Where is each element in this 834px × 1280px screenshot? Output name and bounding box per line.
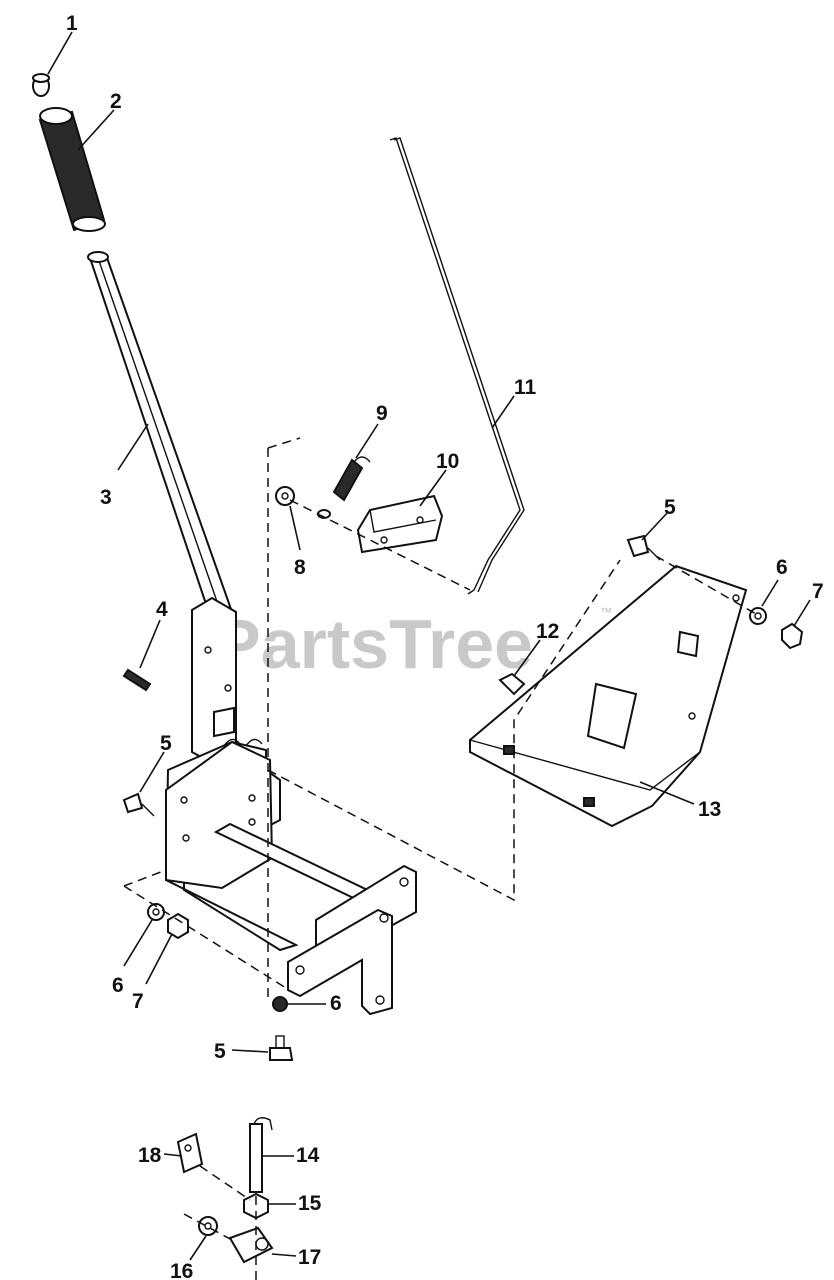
- callout-8[interactable]: 8: [294, 556, 306, 579]
- callout-6-left[interactable]: 6: [112, 974, 124, 997]
- leader-5-right: [641, 511, 669, 541]
- leader-8: [289, 505, 301, 551]
- assembly-line-spring: [289, 499, 471, 591]
- part-7-nut-left[interactable]: [167, 912, 189, 940]
- callout-10[interactable]: 10: [436, 450, 459, 473]
- leader-16: [189, 1235, 207, 1261]
- part-5-bolt-bottom[interactable]: [269, 1035, 294, 1061]
- part-9-spring[interactable]: [317, 456, 371, 519]
- leader-18: [163, 1153, 183, 1157]
- leader-7-right: [793, 599, 811, 627]
- watermark-trademark: ™: [600, 605, 612, 619]
- callout-6-bottom[interactable]: 6: [330, 992, 342, 1015]
- callout-12[interactable]: 12: [536, 620, 559, 643]
- callout-17[interactable]: 17: [298, 1246, 321, 1269]
- callout-3[interactable]: 3: [100, 486, 112, 509]
- part-6-washer-bottom[interactable]: [272, 996, 288, 1012]
- leader-12: [513, 639, 541, 677]
- callout-5-left[interactable]: 5: [160, 732, 172, 755]
- part-17-swivel[interactable]: [228, 1226, 274, 1264]
- part-2-grip[interactable]: [38, 107, 106, 232]
- callout-14[interactable]: 14: [296, 1144, 320, 1167]
- callout-6-right[interactable]: 6: [776, 556, 788, 579]
- part-16-washer[interactable]: [198, 1216, 218, 1236]
- leader-11: [491, 395, 515, 429]
- part-18-clevis[interactable]: [176, 1132, 204, 1174]
- callout-13[interactable]: 13: [698, 798, 721, 821]
- leader-5-bottom: [231, 1049, 269, 1053]
- leader-10: [419, 469, 447, 507]
- assembly-line-left-loop: [123, 869, 287, 989]
- callout-1[interactable]: 1: [66, 12, 78, 35]
- assembly-line-main-loop: [267, 437, 621, 1000]
- leader-17: [271, 1253, 297, 1257]
- leader-6-left: [123, 919, 153, 967]
- callout-18[interactable]: 18: [138, 1144, 162, 1167]
- callout-4[interactable]: 4: [156, 598, 168, 621]
- part-10-link-bracket[interactable]: [356, 494, 444, 554]
- leader-1: [47, 31, 73, 75]
- callout-5-right[interactable]: 5: [664, 496, 676, 519]
- part-6-washer-upper-right[interactable]: [749, 607, 767, 625]
- assembly-line-plate: [655, 555, 757, 615]
- callout-11[interactable]: 11: [514, 376, 537, 399]
- assembly-line-lower: [183, 1165, 257, 1280]
- part-8-washer[interactable]: [275, 486, 295, 506]
- part-11-control-rod[interactable]: [389, 137, 525, 595]
- part-5-bolt-left[interactable]: [122, 792, 155, 817]
- callout-15[interactable]: 15: [298, 1192, 322, 1215]
- leader-4: [139, 619, 161, 669]
- callout-2[interactable]: 2: [110, 90, 122, 113]
- callout-7-right[interactable]: 7: [812, 580, 824, 603]
- leader-7-left: [145, 933, 173, 985]
- part-3-handle-tube[interactable]: [87, 251, 234, 624]
- leader-9: [355, 423, 379, 459]
- part-1-cap[interactable]: [32, 73, 50, 97]
- part-4-pin[interactable]: [122, 668, 152, 692]
- part-12-clip[interactable]: [498, 672, 526, 696]
- callout-16[interactable]: 16: [170, 1260, 193, 1280]
- leader-13: [639, 781, 695, 805]
- watermark-text: PartsTree: [214, 605, 533, 683]
- leader-5-left: [139, 751, 165, 793]
- part-14-threaded-rod[interactable]: [249, 1117, 273, 1193]
- leader-2: [77, 109, 115, 151]
- leader-3: [117, 423, 149, 471]
- callout-7-left[interactable]: 7: [132, 990, 144, 1013]
- part-7-nut-upper-right[interactable]: [781, 622, 804, 650]
- leader-6-right: [761, 579, 779, 607]
- part-5-bolt-upper-right[interactable]: [626, 534, 661, 561]
- callout-5-bottom[interactable]: 5: [214, 1040, 226, 1063]
- callout-9[interactable]: 9: [376, 402, 388, 425]
- lever-bracket-assembly[interactable]: [164, 596, 417, 1016]
- part-13-mounting-plate[interactable]: [469, 564, 748, 828]
